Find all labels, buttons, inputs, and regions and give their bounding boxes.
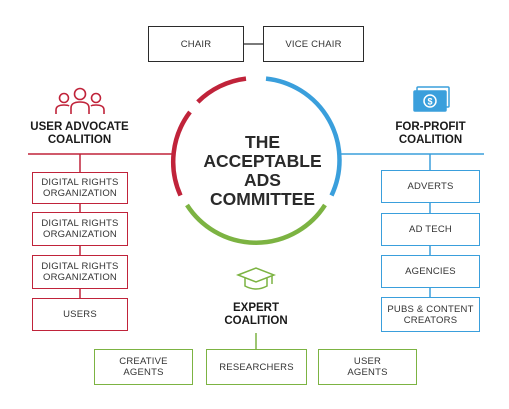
expert-title: EXPERT COALITION [224,302,288,327]
expert-member: RESEARCHERS [206,349,307,385]
vice-chair-label: VICE CHAIR [285,38,342,50]
for-profit-member: AGENCIES [381,255,480,288]
circle-arc-red [196,76,247,104]
circle-arc-red-left [170,110,192,197]
for-profit-member: AD TECH [381,213,480,246]
user-advocate-member: USERS [32,298,128,331]
user-advocate-title: USER ADVOCATE COALITION [30,121,129,146]
vice-chair-box: VICE CHAIR [263,26,364,62]
svg-text:$: $ [427,97,432,107]
committee-title: THE ACCEPTABLE ADS COMMITTEE [203,132,322,209]
circle-arc-blue [265,76,342,197]
for-profit-title: FOR-PROFIT COALITION [395,121,466,146]
chair-box: CHAIR [148,26,244,62]
circle-arc-green [185,203,327,245]
money-bill-icon: $ [413,86,450,112]
for-profit-member: ADVERTS [381,170,480,203]
people-group-icon [55,87,105,114]
chair-label: CHAIR [180,38,212,50]
graduation-cap-icon [236,267,276,290]
